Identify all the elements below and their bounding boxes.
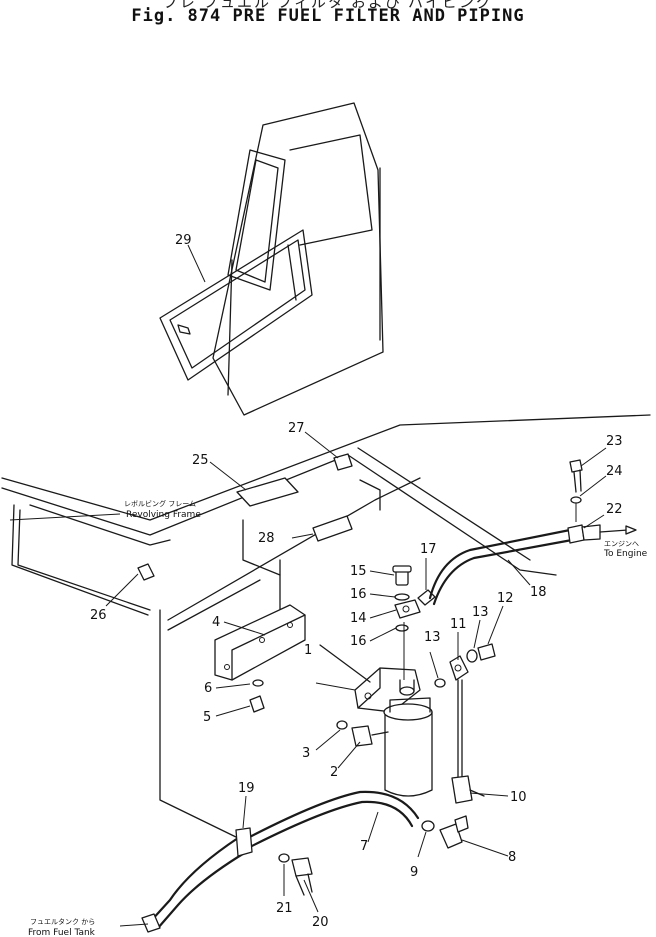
to-engine-label-jp: エンジンへ — [604, 540, 639, 548]
figure-title: Fig. 874 PRE FUEL FILTER AND PIPING — [131, 6, 525, 26]
callout-27: 27 — [288, 421, 305, 436]
engine-hose — [428, 459, 637, 606]
tank-hose — [141, 790, 469, 933]
callout-24: 24 — [606, 464, 623, 479]
callout-20: 20 — [312, 915, 329, 930]
callout-28: 28 — [258, 531, 275, 546]
callout-6: 6 — [204, 681, 212, 696]
window-glass — [159, 229, 313, 381]
filter-bracket — [214, 604, 306, 681]
callout-17: 17 — [420, 542, 437, 557]
revolving-frame-label-jp: レボルビング フレーム — [124, 499, 196, 508]
callout-14: 14 — [350, 611, 367, 626]
upper-fittings — [392, 565, 436, 680]
callout-2: 2 — [330, 765, 338, 780]
misc-fasteners — [137, 453, 389, 747]
caution-plate — [312, 515, 353, 542]
callout-22: 22 — [606, 502, 623, 517]
callout-21: 21 — [276, 901, 293, 916]
flow-labels: レボルビング フレーム Revolving Frame エンジンへ To Eng… — [28, 499, 648, 937]
callout-7: 7 — [360, 839, 368, 854]
callout-18: 18 — [530, 585, 547, 600]
callout-25: 25 — [192, 453, 209, 468]
callout-10: 10 — [510, 790, 527, 805]
fuel-filter — [319, 644, 433, 797]
callout-26: 26 — [90, 608, 107, 623]
revolving-frame — [1, 414, 651, 839]
callout-9: 9 — [410, 865, 418, 880]
callout-5: 5 — [203, 710, 211, 725]
return-fittings — [434, 643, 496, 804]
callout-4: 4 — [212, 615, 220, 630]
to-engine-label: To Engine — [603, 549, 648, 559]
callout-3: 3 — [302, 746, 310, 761]
callout-16a: 16 — [350, 587, 367, 602]
revolving-frame-label: Revolving Frame — [126, 510, 201, 520]
callout-8: 8 — [508, 850, 516, 865]
callout-11: 11 — [450, 617, 467, 632]
callout-16b: 16 — [350, 634, 367, 649]
callout-19: 19 — [238, 781, 255, 796]
callout-15: 15 — [350, 564, 367, 579]
callout-29: 29 — [175, 233, 192, 248]
callout-13a: 13 — [424, 630, 441, 645]
callout-numbers: 1 2 3 4 5 6 7 8 9 10 11 12 13 13 14 15 1… — [90, 233, 623, 930]
callout-23: 23 — [606, 434, 623, 449]
cab-outline — [212, 102, 384, 416]
callout-1: 1 — [304, 643, 312, 658]
leader-lines — [9, 244, 607, 927]
from-tank-label-jp: フュエルタンク から — [30, 917, 95, 926]
callout-12: 12 — [497, 591, 514, 606]
title-japanese: プレ フュエル フィルタ および パイピング — [162, 0, 494, 11]
callout-13b: 13 — [472, 605, 489, 620]
from-tank-label: From Fuel Tank — [28, 928, 96, 937]
name-plate — [236, 477, 299, 507]
